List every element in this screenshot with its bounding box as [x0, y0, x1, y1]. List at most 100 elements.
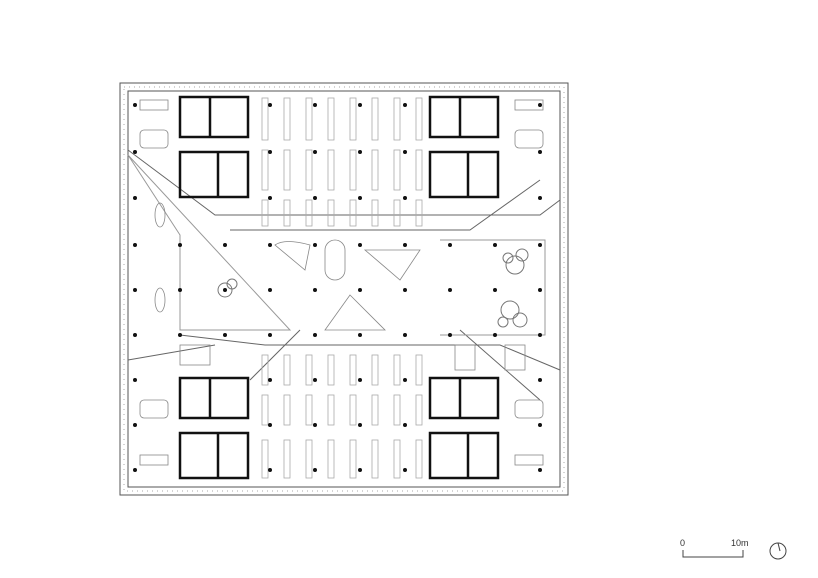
column [358, 423, 362, 427]
column [403, 196, 407, 200]
bookshelf [371, 394, 379, 426]
column [223, 288, 227, 292]
column [133, 196, 137, 200]
column [538, 150, 542, 154]
column [313, 378, 317, 382]
column [133, 288, 137, 292]
bookshelf [305, 199, 313, 227]
bookshelf [327, 439, 335, 479]
bookshelf [283, 97, 291, 141]
column [268, 243, 272, 247]
column [538, 103, 542, 107]
column [268, 468, 272, 472]
column [448, 333, 452, 337]
column [538, 378, 542, 382]
column [493, 288, 497, 292]
bookshelf [349, 149, 357, 191]
column [133, 378, 137, 382]
central-diagonal-atrium [127, 149, 561, 401]
bookshelf [415, 439, 423, 479]
structural-columns [133, 103, 542, 472]
column [133, 243, 137, 247]
column [448, 288, 452, 292]
bookshelf [305, 439, 313, 479]
bookshelf [305, 394, 313, 426]
bookshelf [327, 149, 335, 191]
column [133, 468, 137, 472]
bookshelf [415, 199, 423, 227]
column [403, 378, 407, 382]
column [538, 423, 542, 427]
bookshelf [393, 199, 401, 227]
column [313, 288, 317, 292]
bookshelf [393, 394, 401, 426]
column [358, 243, 362, 247]
bookshelf [283, 394, 291, 426]
bookshelves [261, 97, 423, 479]
column [133, 333, 137, 337]
bookshelf [415, 354, 423, 386]
core-room [428, 95, 500, 139]
column [358, 196, 362, 200]
bookshelf [371, 149, 379, 191]
bookshelf [371, 439, 379, 479]
core-room [178, 150, 250, 199]
bookshelf [393, 97, 401, 141]
bookshelf [393, 439, 401, 479]
column [268, 196, 272, 200]
bookshelf [327, 354, 335, 386]
bookshelf [261, 149, 269, 191]
service-cores [178, 95, 500, 480]
column [403, 243, 407, 247]
column [268, 150, 272, 154]
column [313, 103, 317, 107]
bookshelf [283, 199, 291, 227]
column [313, 243, 317, 247]
column [223, 333, 227, 337]
core-room [428, 376, 500, 420]
column [403, 150, 407, 154]
column [313, 423, 317, 427]
column [268, 288, 272, 292]
column [448, 243, 452, 247]
column [268, 103, 272, 107]
column [403, 423, 407, 427]
bookshelf [349, 439, 357, 479]
column [538, 333, 542, 337]
column [358, 103, 362, 107]
bookshelf [261, 394, 269, 426]
bookshelf [305, 149, 313, 191]
column [313, 333, 317, 337]
column [313, 196, 317, 200]
core-room [428, 150, 500, 199]
bookshelf [261, 354, 269, 386]
column [538, 468, 542, 472]
core-room [178, 431, 250, 480]
bookshelf [371, 97, 379, 141]
column [358, 468, 362, 472]
scale-start-label: 0 [680, 538, 686, 548]
furniture [139, 99, 544, 466]
bookshelf [261, 199, 269, 227]
bookshelf [283, 354, 291, 386]
column [313, 150, 317, 154]
column [178, 243, 182, 247]
column [403, 103, 407, 107]
bookshelf [283, 439, 291, 479]
column [403, 333, 407, 337]
scale-bar [682, 550, 744, 558]
column [358, 333, 362, 337]
bookshelf [349, 199, 357, 227]
core-room [178, 95, 250, 139]
column [133, 423, 137, 427]
bookshelf [327, 394, 335, 426]
column [313, 468, 317, 472]
north-arrow-icon [769, 542, 787, 560]
core-room [178, 376, 250, 420]
column [538, 196, 542, 200]
column [133, 150, 137, 154]
column [268, 333, 272, 337]
building-envelope [119, 82, 569, 496]
column [403, 288, 407, 292]
